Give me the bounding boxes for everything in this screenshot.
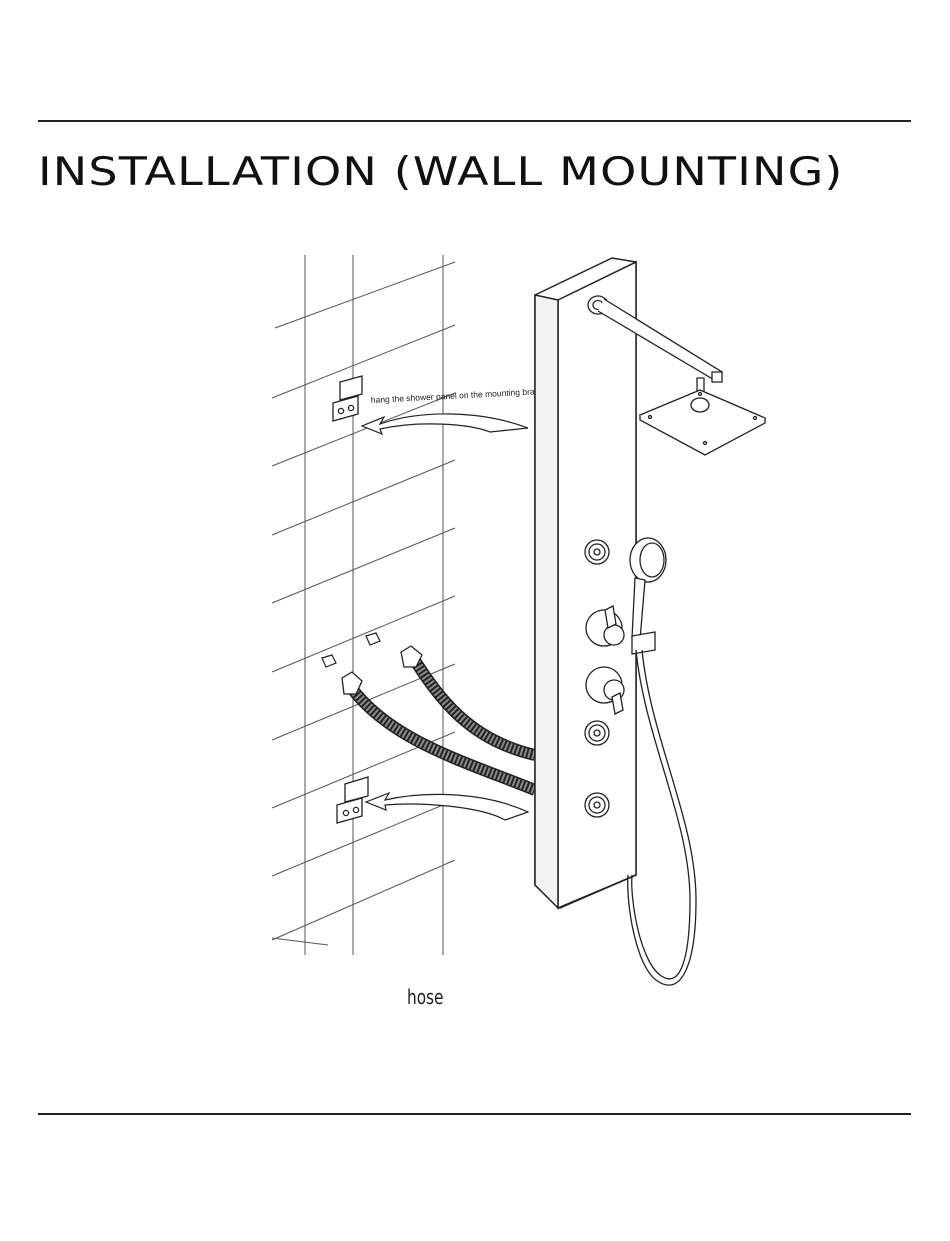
wall-inlet-fittings (322, 633, 380, 667)
braided-hoses (342, 646, 535, 790)
wall-tiles (272, 255, 455, 955)
body-jet-3 (585, 793, 609, 817)
lower-arrow (366, 793, 528, 820)
upper-arrow (362, 414, 528, 434)
body-jet-2 (585, 721, 609, 745)
lower-mounting-bracket (337, 777, 368, 823)
bottom-divider (38, 1113, 911, 1115)
bracket-instruction-label: hang the shower panel on the mounting br… (371, 386, 551, 405)
hand-shower-hose (628, 650, 696, 985)
hose-label: hose (407, 985, 443, 1009)
body-jet-1 (585, 540, 609, 564)
hand-shower (630, 538, 666, 654)
upper-mounting-bracket (333, 376, 362, 421)
shower-panel (535, 258, 636, 908)
